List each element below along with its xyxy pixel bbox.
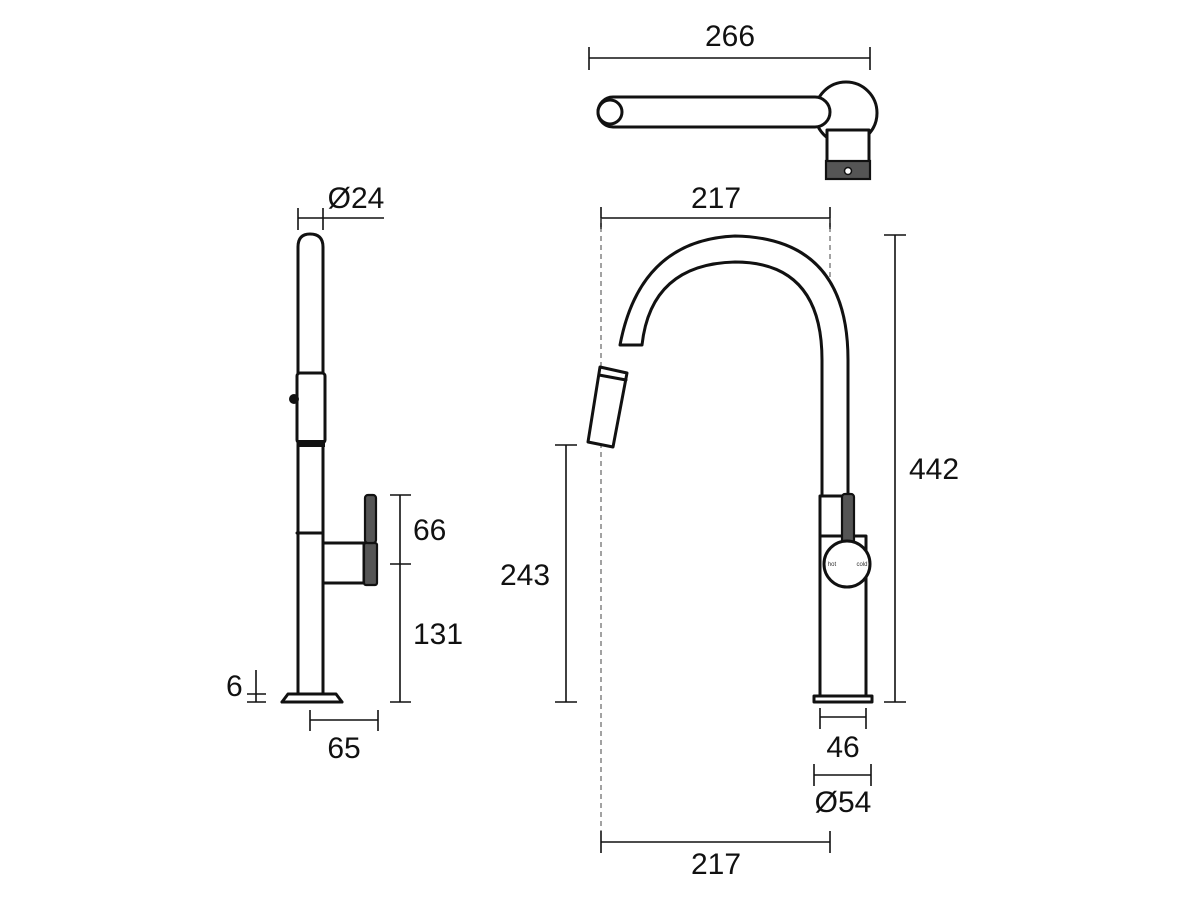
side-view: Ø24 66 131 6 65 [226,182,463,765]
side-spray-nozzle [297,440,325,447]
top-handle-marker [843,166,853,176]
front-handle-lever [840,492,856,548]
dimension-label-266: 266 [705,20,755,53]
top-spout-arm [596,95,832,129]
top-spout-end [596,98,624,126]
dimension-label-217-bottom: 217 [691,848,741,881]
front-base [812,694,874,704]
dimension-label-66: 66 [413,514,446,547]
dimension-label-d24: Ø24 [328,182,385,215]
front-view: 217 hot cold 243 442 46 [500,182,959,881]
top-handle-neck [825,128,871,164]
dimension-label-243: 243 [500,559,550,592]
side-handle-knob [362,541,379,587]
hot-label: hot [828,562,837,568]
front-handle-disc [822,539,872,589]
front-spray-band [597,373,628,382]
side-tube [296,232,325,702]
side-spray-head [295,371,327,445]
dimension-label-65: 65 [327,732,360,765]
front-spray-head [586,365,629,449]
side-spray-button [289,394,299,404]
dimension-label-d54: Ø54 [815,786,872,819]
dimension-label-442: 442 [909,453,959,486]
dimension-label-217-top: 217 [691,182,741,215]
front-gooseneck [618,234,850,498]
side-handle-lever [363,493,378,545]
top-view: 266 [588,20,879,181]
dimension-label-131: 131 [413,618,463,651]
side-handle-housing [321,541,366,585]
cold-label: cold [856,562,867,568]
dimension-label-46: 46 [826,731,859,764]
dimension-label-6: 6 [226,670,243,703]
